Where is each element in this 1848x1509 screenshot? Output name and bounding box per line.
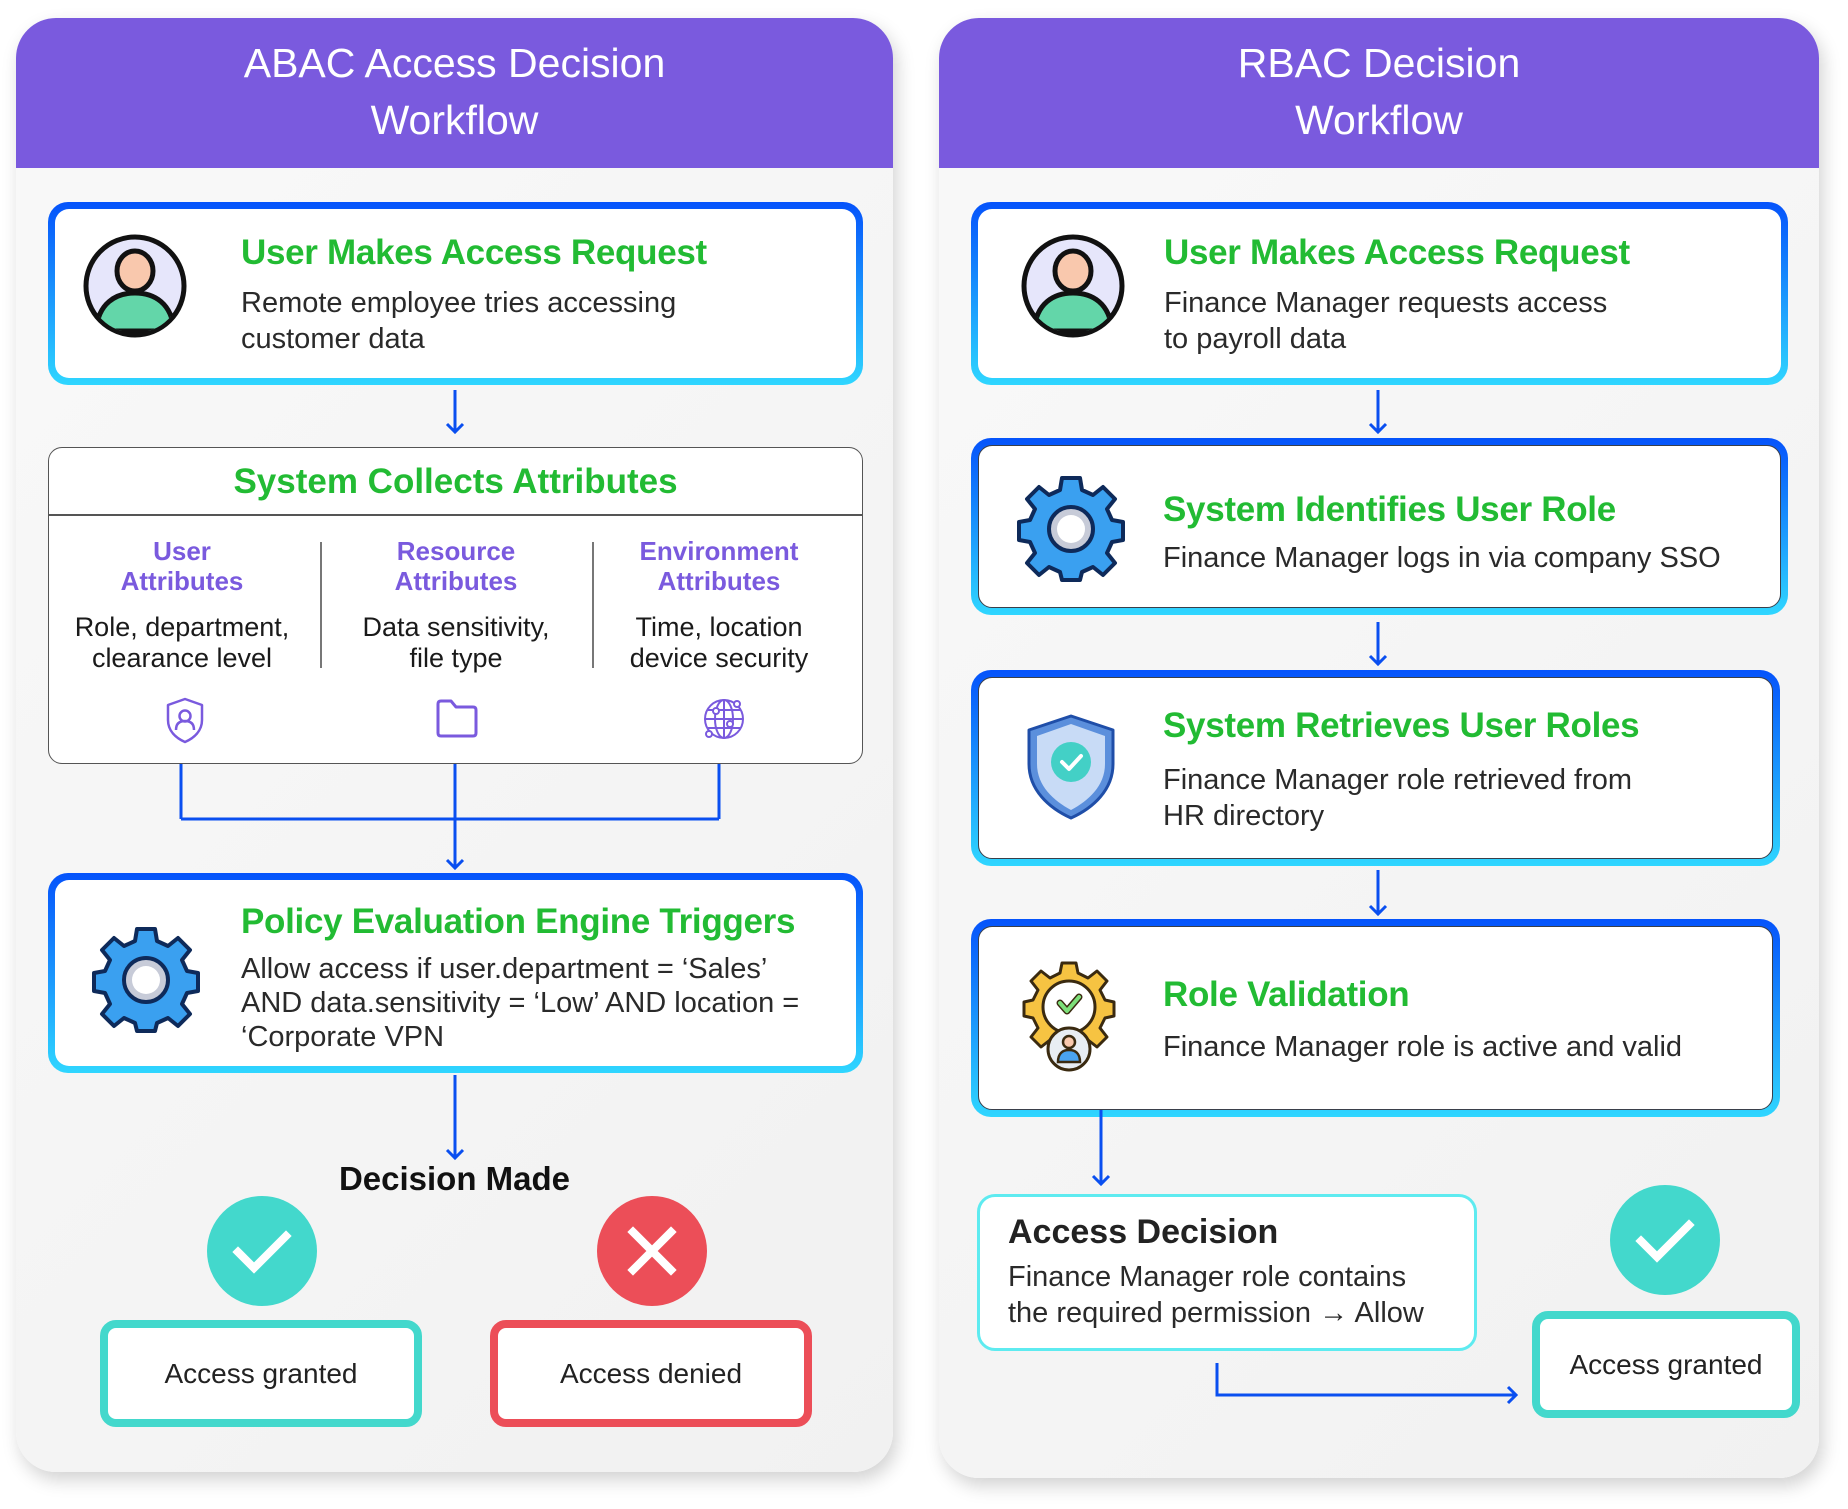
- shield-check-icon: [1023, 712, 1119, 827]
- attr-col-resource: Resource Attributes Data sensitivity, fi…: [326, 536, 586, 674]
- rbac-access-granted-label: Access granted: [1569, 1348, 1763, 1380]
- arrow-down-icon: [445, 1075, 465, 1161]
- arrow-down-icon: [445, 390, 465, 435]
- rbac-step1-desc-line2: to payroll data: [1164, 323, 1347, 355]
- attr-head: Attributes: [394, 566, 518, 596]
- attr-desc: Data sensitivity, file type: [326, 612, 586, 674]
- attr-desc: Time, location device security: [589, 612, 849, 674]
- arrow-down-icon: [1368, 870, 1388, 917]
- arrow-down-icon: [1368, 622, 1388, 667]
- role-validation-gear-icon: [1021, 961, 1117, 1078]
- abac-policy-desc-line3: ‘Corporate VPN: [241, 1021, 445, 1053]
- rbac-step4-title: Role Validation: [1163, 975, 1410, 1014]
- arrow-down-icon: [1091, 1110, 1111, 1187]
- attr-desc-line: clearance level: [91, 643, 273, 673]
- abac-header-line1: ABAC Access Decision: [243, 40, 666, 86]
- abac-policy-desc-line2: AND data.sensitivity = ‘Low’ AND locatio…: [241, 987, 800, 1019]
- access-denied-label: Access denied: [559, 1357, 743, 1389]
- rbac-step-identify-role: System Identifies User Role Finance Mana…: [971, 438, 1788, 615]
- rbac-step2-desc-line1: Finance Manager logs in via company SSO: [1163, 542, 1721, 574]
- gear-icon: [92, 925, 200, 1038]
- user-avatar-icon: [82, 233, 188, 344]
- attr-head: Attributes: [657, 566, 781, 596]
- attr-col-user: User Attributes Role, department, cleara…: [52, 536, 312, 674]
- column-divider: [320, 542, 322, 668]
- access-decision-desc-line1: Finance Manager role contains: [1008, 1261, 1407, 1293]
- access-granted-label: Access granted: [164, 1357, 358, 1389]
- rbac-panel: RBAC Decision Workflow User Makes Access…: [939, 18, 1819, 1478]
- attr-desc-line: Data sensitivity,: [362, 612, 550, 642]
- rbac-step3-desc-line1: Finance Manager role retrieved from: [1163, 764, 1633, 796]
- access-decision-box: Access Decision Finance Manager role con…: [977, 1194, 1477, 1351]
- abac-policy-desc-line1: Allow access if user.department = ‘Sales…: [241, 953, 768, 985]
- rbac-step3-desc-line2: HR directory: [1163, 800, 1325, 832]
- check-icon: [207, 1196, 317, 1306]
- abac-header-line2: Workflow: [370, 97, 539, 143]
- arrow-down-icon: [1368, 390, 1388, 435]
- rbac-step-user-request: User Makes Access Request Finance Manage…: [971, 202, 1788, 385]
- abac-step1-desc-line1: Remote employee tries accessing: [241, 287, 677, 319]
- shield-user-icon: [163, 696, 207, 749]
- rbac-step1-title: User Makes Access Request: [1164, 233, 1630, 272]
- abac-step1-desc-line2: customer data: [241, 323, 425, 355]
- rbac-header-line1: RBAC Decision: [1237, 40, 1521, 86]
- arrow-right-connector: [1215, 1363, 1519, 1405]
- abac-policy-title: Policy Evaluation Engine Triggers: [241, 902, 796, 941]
- abac-header: ABAC Access Decision Workflow: [16, 18, 893, 168]
- abac-step1-title: User Makes Access Request: [241, 233, 707, 272]
- attr-head: Resource: [396, 536, 516, 566]
- attr-desc-line: file type: [409, 643, 503, 673]
- rbac-step-retrieve-roles: System Retrieves User Roles Finance Mana…: [971, 670, 1780, 866]
- attr-desc: Role, department, clearance level: [52, 612, 312, 674]
- attr-head: User: [153, 536, 211, 566]
- rbac-step3-title: System Retrieves User Roles: [1163, 706, 1640, 745]
- access-decision-desc-line2: the required permission → Allow: [1008, 1297, 1424, 1329]
- user-avatar-icon: [1020, 233, 1126, 344]
- abac-step-user-request: User Makes Access Request Remote employe…: [48, 202, 863, 385]
- rbac-step2-title: System Identifies User Role: [1163, 490, 1616, 529]
- attr-desc-line: device security: [629, 643, 809, 673]
- attributes-divider: [49, 514, 862, 516]
- column-divider: [592, 542, 594, 668]
- abac-panel: ABAC Access Decision Workflow User Makes…: [16, 18, 893, 1472]
- rbac-step4-desc-line1: Finance Manager role is active and valid: [1163, 1031, 1683, 1063]
- attr-head: Environment: [639, 536, 799, 566]
- attributes-title: System Collects Attributes: [233, 462, 678, 501]
- attribute-merge-connector: [179, 764, 721, 871]
- rbac-access-granted-box: Access granted: [1532, 1311, 1800, 1418]
- attr-head: Attributes: [120, 566, 244, 596]
- rbac-header: RBAC Decision Workflow: [939, 18, 1819, 168]
- x-icon: [597, 1196, 707, 1306]
- globe-network-icon: [701, 696, 747, 747]
- attr-col-environment: Environment Attributes Time, location de…: [589, 536, 849, 674]
- folder-icon: [434, 696, 480, 745]
- access-granted-box: Access granted: [100, 1320, 422, 1427]
- attr-desc-line: Time, location: [635, 612, 803, 642]
- abac-step-policy-evaluation: Policy Evaluation Engine Triggers Allow …: [48, 873, 863, 1073]
- decision-made-title: Decision Made: [338, 1160, 571, 1197]
- access-denied-box: Access denied: [490, 1320, 812, 1427]
- gear-icon: [1017, 474, 1125, 587]
- rbac-header-line2: Workflow: [1295, 97, 1463, 143]
- rbac-step-role-validation: Role Validation Finance Manager role is …: [971, 919, 1780, 1117]
- abac-attributes-box: System Collects Attributes User Attribut…: [48, 447, 863, 764]
- access-decision-title: Access Decision: [1008, 1213, 1279, 1251]
- attr-desc-line: Role, department,: [74, 612, 290, 642]
- rbac-step1-desc-line1: Finance Manager requests access: [1164, 287, 1608, 319]
- check-icon: [1610, 1185, 1720, 1295]
